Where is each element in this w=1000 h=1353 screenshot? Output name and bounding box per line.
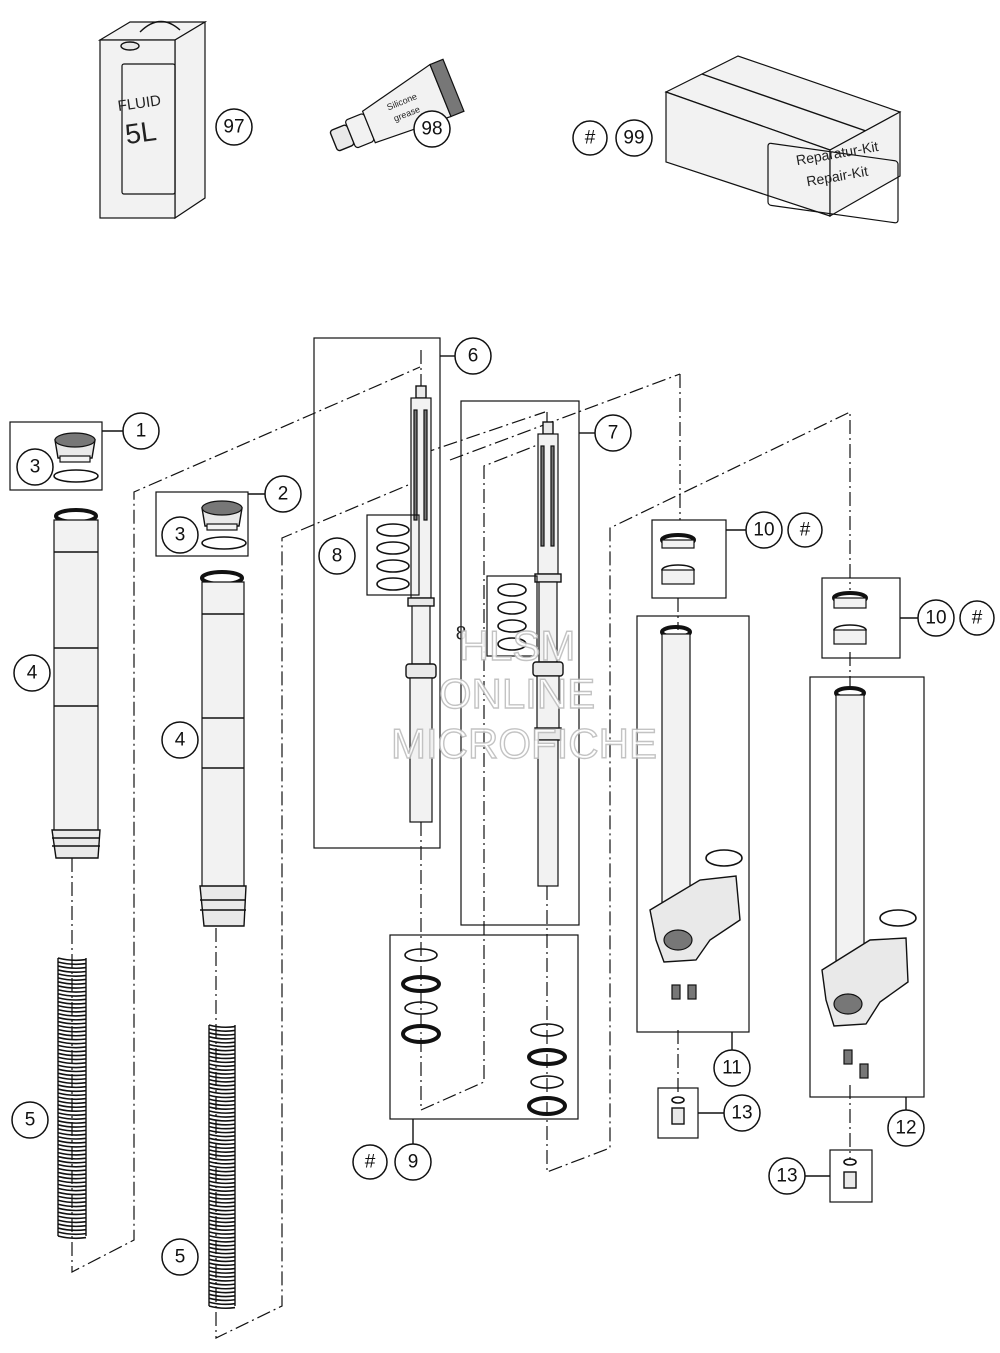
axle-bolt-13-left[interactable] — [671, 1096, 685, 1125]
callout-8-right[interactable]: 8 — [456, 624, 467, 645]
svg-text:13: 13 — [776, 1166, 797, 1187]
svg-text:5: 5 — [25, 1110, 36, 1131]
callout-13-right[interactable]: 13 — [768, 1157, 806, 1195]
svg-text:10: 10 — [753, 520, 774, 541]
axle-bolt-13-right[interactable] — [843, 1158, 857, 1189]
svg-text:98: 98 — [421, 119, 442, 140]
inner-tube-axle-right[interactable] — [821, 686, 917, 1079]
callout-6[interactable]: 6 — [454, 337, 492, 375]
callout-hash-10-right[interactable]: # — [959, 600, 995, 636]
spring-left[interactable] — [57, 957, 87, 1240]
callout-10-right[interactable]: 10 — [917, 599, 955, 637]
shim-rings-8-right[interactable] — [497, 583, 527, 651]
inner-tube-axle-left[interactable] — [649, 625, 743, 1000]
callout-hash-9[interactable]: # — [352, 1144, 388, 1180]
callout-10-left[interactable]: 10 — [745, 511, 783, 549]
svg-text:#: # — [365, 1152, 376, 1173]
svg-text:8: 8 — [332, 546, 343, 567]
svg-text:99: 99 — [623, 128, 644, 149]
svg-text:MICROFICHE: MICROFICHE — [391, 720, 657, 767]
callout-hash-10-left[interactable]: # — [787, 512, 823, 548]
svg-text:#: # — [972, 608, 983, 629]
svg-text:1: 1 — [136, 421, 147, 442]
watermark: HLSM ONLINE MICROFICHE — [390, 621, 657, 767]
callout-1[interactable]: 1 — [122, 412, 160, 450]
group-box-8-right — [486, 575, 538, 657]
group-box-1 — [9, 421, 103, 491]
callout-12[interactable]: 12 — [887, 1109, 925, 1147]
group-box-2 — [155, 491, 249, 557]
outer-tube-left[interactable] — [51, 508, 101, 859]
callout-99[interactable]: 99 — [615, 119, 653, 157]
svg-text:12: 12 — [895, 1118, 916, 1139]
svg-text:3: 3 — [30, 457, 41, 478]
group-box-6 — [313, 337, 441, 849]
svg-text:4: 4 — [175, 730, 186, 751]
callout-4-second[interactable]: 4 — [161, 721, 199, 759]
svg-text:HLSM: HLSM — [459, 622, 576, 669]
svg-text:11: 11 — [722, 1058, 742, 1079]
svg-text:6: 6 — [468, 346, 479, 367]
callout-3-right[interactable]: 3 — [161, 516, 199, 554]
svg-text:97: 97 — [223, 117, 244, 138]
repair-kit-box[interactable]: Reparatur-Kit Repair-Kit — [664, 55, 902, 224]
svg-text:2: 2 — [278, 484, 289, 505]
shim-rings-8[interactable] — [376, 523, 410, 591]
svg-text:5: 5 — [175, 1247, 186, 1268]
callout-hash-99[interactable]: # — [572, 120, 608, 156]
fluid-volume: 5L — [123, 115, 158, 150]
seal-kit-9[interactable] — [401, 948, 567, 1116]
svg-text:ONLINE: ONLINE — [439, 670, 595, 717]
callout-13-left[interactable]: 13 — [723, 1094, 761, 1132]
grease-tube[interactable]: Silicone grease — [321, 58, 465, 160]
callout-2[interactable]: 2 — [264, 475, 302, 513]
callout-3-left[interactable]: 3 — [16, 448, 54, 486]
svg-text:4: 4 — [27, 663, 38, 684]
callout-7[interactable]: 7 — [594, 414, 632, 452]
bushing-set-10-right[interactable] — [832, 591, 868, 645]
bushing-set-10-left[interactable] — [660, 533, 696, 585]
callout-8-left[interactable]: 8 — [318, 537, 356, 575]
outer-tube-second[interactable] — [199, 570, 247, 927]
svg-text:7: 7 — [608, 423, 619, 444]
group-box-8 — [366, 514, 420, 596]
svg-text:10: 10 — [925, 608, 946, 629]
spring-second[interactable] — [208, 1024, 236, 1310]
callout-11[interactable]: 11 — [713, 1049, 751, 1087]
svg-text:9: 9 — [408, 1152, 419, 1173]
callout-97[interactable]: 97 — [215, 108, 253, 146]
callout-98[interactable]: 98 — [413, 110, 451, 148]
fork-cap-left[interactable] — [53, 432, 99, 483]
group-box-12 — [809, 676, 925, 1098]
svg-text:13: 13 — [731, 1103, 752, 1124]
group-box-9 — [389, 934, 579, 1120]
callout-5-left[interactable]: 5 — [11, 1101, 49, 1139]
fluid-can[interactable]: FLUID 5L — [97, 20, 208, 220]
svg-text:#: # — [585, 128, 596, 149]
callout-5-second[interactable]: 5 — [161, 1238, 199, 1276]
callout-9[interactable]: 9 — [394, 1143, 432, 1181]
group-box-7 — [460, 400, 580, 926]
group-box-11 — [636, 615, 750, 1033]
fork-cap-right[interactable] — [201, 500, 247, 550]
svg-text:3: 3 — [175, 525, 186, 546]
group-box-10-left — [651, 519, 727, 599]
group-box-10-right — [821, 577, 901, 659]
svg-text:#: # — [800, 520, 811, 541]
damper-cartridge-6[interactable] — [405, 385, 437, 823]
callout-4-left[interactable]: 4 — [13, 654, 51, 692]
damper-cartridge-7[interactable] — [532, 421, 564, 887]
fluid-label: FLUID — [117, 92, 162, 115]
